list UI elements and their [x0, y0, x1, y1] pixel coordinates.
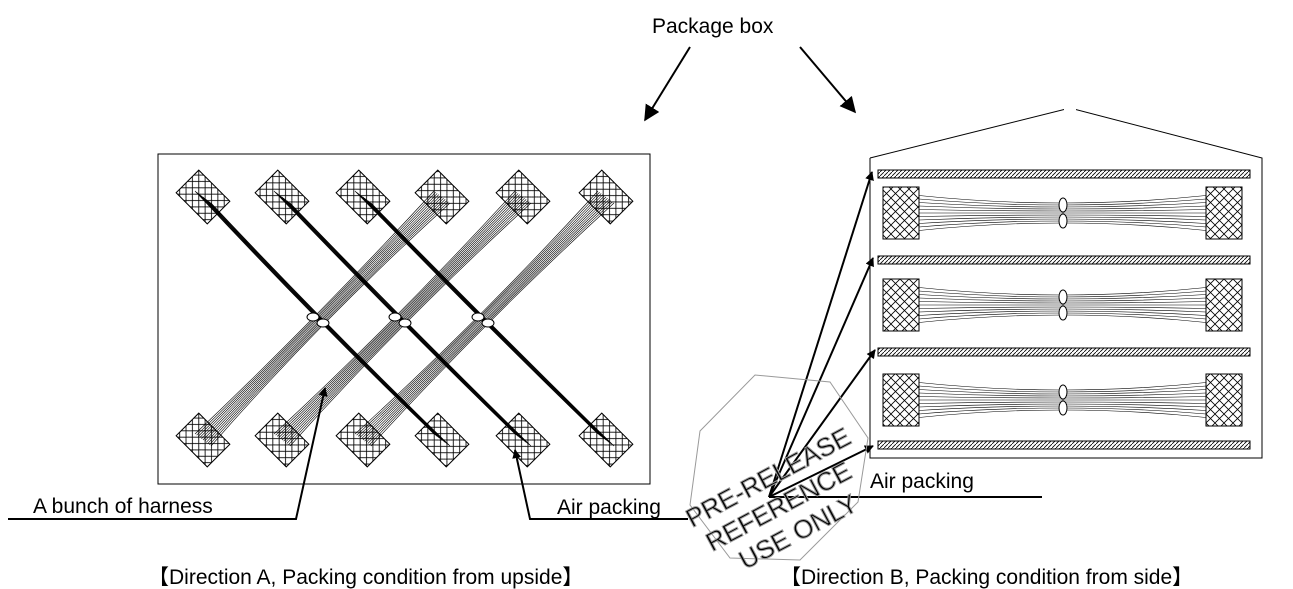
connector-block	[882, 278, 920, 332]
harness-bundle-side	[882, 373, 1243, 427]
harness-clip	[398, 318, 412, 328]
connector-block	[414, 169, 470, 225]
connector-block	[578, 412, 634, 468]
package-box-b-outline	[869, 107, 1263, 459]
watermark-stamp: PRE-RELEASE REFERENCE USE ONLY	[680, 374, 869, 576]
harness-clip	[1058, 197, 1068, 213]
air-packing-sheet	[877, 169, 1251, 179]
harness-clip	[481, 318, 495, 328]
connector-block	[882, 373, 920, 427]
air-packing-label-a: Air packing	[557, 496, 661, 519]
harness-clip	[471, 312, 485, 322]
air-packing-label-b: Air packing	[870, 470, 974, 493]
connector-block	[175, 169, 231, 225]
harness-wire	[201, 195, 441, 440]
connector-block	[495, 412, 551, 468]
connector-block	[335, 169, 391, 225]
harness-clip	[1058, 289, 1068, 305]
harness-clips-a	[306, 312, 495, 328]
harness-clip	[306, 312, 320, 322]
harness-clip	[1058, 305, 1068, 321]
connector-block	[254, 169, 310, 225]
caption-direction-a: 【Direction A, Packing condition from ups…	[148, 566, 583, 589]
package-box-a	[157, 153, 651, 485]
air-packing-sheet	[877, 255, 1251, 265]
package-box-arrows	[644, 46, 857, 122]
connector-block	[414, 412, 470, 468]
harness-wire	[362, 196, 607, 441]
harness-leader	[8, 387, 328, 520]
view-a	[157, 153, 651, 485]
harness-wire	[210, 202, 451, 447]
harness-layers-b	[877, 169, 1251, 450]
connector-block	[1205, 278, 1243, 332]
harness-wire	[281, 196, 524, 441]
view-b	[869, 102, 1263, 459]
harness-bundle-side	[882, 278, 1243, 332]
package-box-label: Package box	[652, 15, 774, 38]
harness-bundle-side	[882, 186, 1243, 240]
harness-clip	[388, 312, 402, 322]
connectors-a	[175, 169, 634, 468]
harness-clip	[1058, 400, 1068, 416]
box-lid-gap	[1064, 102, 1076, 112]
air-packing-leader-a	[512, 449, 688, 520]
harness-wire	[210, 202, 451, 447]
caption-direction-b: 【Direction B, Packing condition from sid…	[780, 566, 1193, 589]
connector-block	[335, 412, 391, 468]
connector-block	[1205, 186, 1243, 240]
connector-block	[254, 412, 310, 468]
air-packing-sheet	[877, 440, 1251, 450]
harness-clip	[316, 318, 330, 328]
harness-wires-a	[194, 190, 615, 447]
connector-block	[495, 169, 551, 225]
connector-block	[882, 186, 920, 240]
air-packing-sheet	[877, 347, 1251, 357]
connector-block	[175, 412, 231, 468]
connector-block	[1205, 373, 1243, 427]
air-packing-leaders-b	[768, 171, 1042, 498]
harness-bunch-label: A bunch of harness	[33, 495, 213, 518]
connector-block	[578, 169, 634, 225]
harness-clip	[1058, 384, 1068, 400]
harness-clip	[1058, 213, 1068, 229]
